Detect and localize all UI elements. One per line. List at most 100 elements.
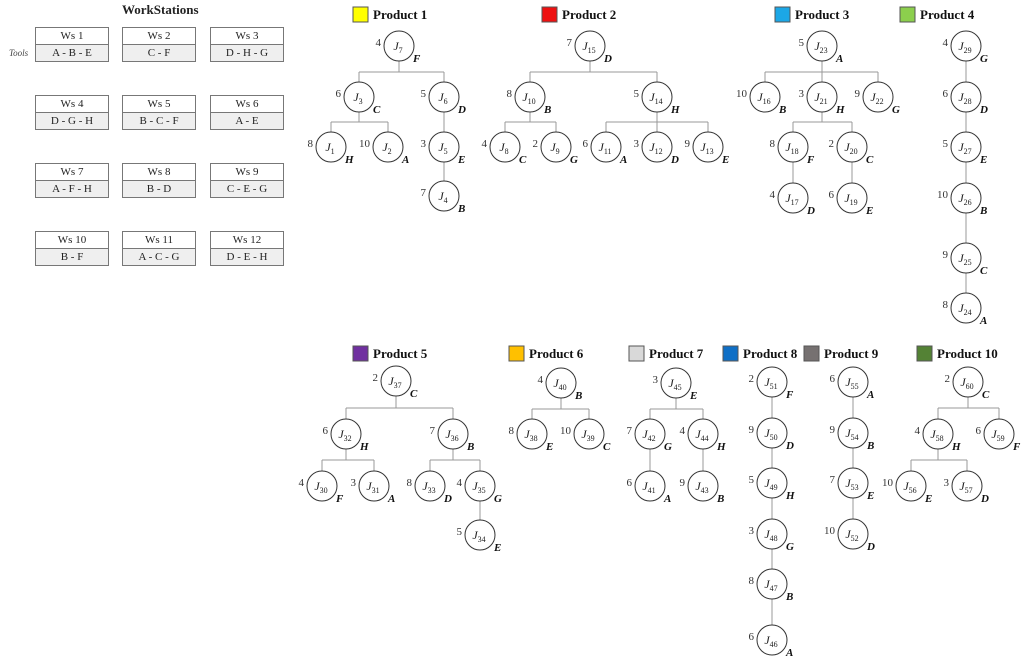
job-id-subscript: 36 <box>451 434 459 443</box>
tool-label: H <box>344 154 354 166</box>
processing-time: 4 <box>770 189 776 201</box>
job-id-subscript: 24 <box>964 308 972 317</box>
processing-time: 7 <box>627 425 633 437</box>
tool-label: G <box>570 154 578 166</box>
job-id-subscript: 15 <box>588 46 596 55</box>
processing-time: 7 <box>567 37 573 49</box>
job-circle <box>383 30 415 62</box>
product-color-swatch <box>722 345 739 362</box>
tool-label: E <box>457 154 465 166</box>
workstation-tools: A - E <box>211 113 283 129</box>
workstation-name: Ws 11 <box>123 232 195 249</box>
tool-label: C <box>519 154 527 166</box>
processing-time: 4 <box>680 425 686 437</box>
processing-time: 4 <box>943 37 949 49</box>
tool-label: D <box>979 104 988 116</box>
product-label: Product 2 <box>562 7 616 22</box>
job-circle <box>749 81 781 113</box>
job-id-subscript: 21 <box>820 97 828 106</box>
processing-time: 3 <box>421 138 427 150</box>
workstation-tools: A - C - G <box>123 249 195 265</box>
processing-time: 8 <box>749 575 755 587</box>
tool-label: B <box>466 441 474 453</box>
workstations-title: WorkStations <box>122 2 199 17</box>
job-id-subscript: 33 <box>428 486 436 495</box>
tool-label: C <box>410 388 418 400</box>
processing-time: 6 <box>943 88 949 100</box>
workstation-tools: B - F <box>36 249 108 265</box>
processing-time: 9 <box>685 138 691 150</box>
tool-label: A <box>663 493 671 505</box>
job-id-subscript: 5 <box>444 147 448 156</box>
job-circle <box>358 470 390 502</box>
job-circle <box>306 470 338 502</box>
job-id: J4 <box>438 189 447 205</box>
job-circle <box>489 131 521 163</box>
job-id-subscript: 20 <box>850 147 858 156</box>
job-id-subscript: 25 <box>964 258 972 267</box>
processing-time: 4 <box>376 37 382 49</box>
tool-label: E <box>866 490 874 502</box>
workstation-tools: B - C - F <box>123 113 195 129</box>
product-label: Product 5 <box>373 346 428 361</box>
job-circle <box>836 182 868 214</box>
job-id-subscript: 19 <box>850 198 858 207</box>
tool-label: H <box>670 104 680 116</box>
product-tree: Product 3J235AJ1610BJ213HJ229GJ188FJ202C… <box>736 6 900 217</box>
tool-label: E <box>865 205 873 217</box>
workstation-name: Ws 4 <box>36 96 108 113</box>
tool-label: A <box>979 315 987 327</box>
tool-label: F <box>1012 441 1021 453</box>
processing-time: 6 <box>829 189 835 201</box>
job-id-subscript: 26 <box>964 198 972 207</box>
tool-label: B <box>979 205 987 217</box>
tool-label: H <box>716 441 726 453</box>
job-circle <box>428 180 460 212</box>
job-id-subscript: 39 <box>587 434 595 443</box>
tool-label: H <box>835 104 845 116</box>
job-circle <box>540 131 572 163</box>
job-circle <box>837 366 869 398</box>
job-circle <box>573 418 605 450</box>
tool-label: D <box>443 493 452 505</box>
tool-label: G <box>664 441 672 453</box>
tool-label: A <box>835 53 843 65</box>
job-id: J7 <box>393 39 402 55</box>
tool-label: D <box>603 53 612 65</box>
job-id-subscript: 14 <box>655 97 663 106</box>
job-id-subscript: 3 <box>359 97 363 106</box>
workstation-name: Ws 3 <box>211 28 283 45</box>
job-id-subscript: 29 <box>964 46 972 55</box>
job-id-subscript: 2 <box>388 147 392 156</box>
processing-time: 2 <box>829 138 835 150</box>
job-circle <box>983 418 1015 450</box>
job-circle <box>330 418 362 450</box>
processing-time: 6 <box>627 477 633 489</box>
tool-label: A <box>401 154 409 166</box>
